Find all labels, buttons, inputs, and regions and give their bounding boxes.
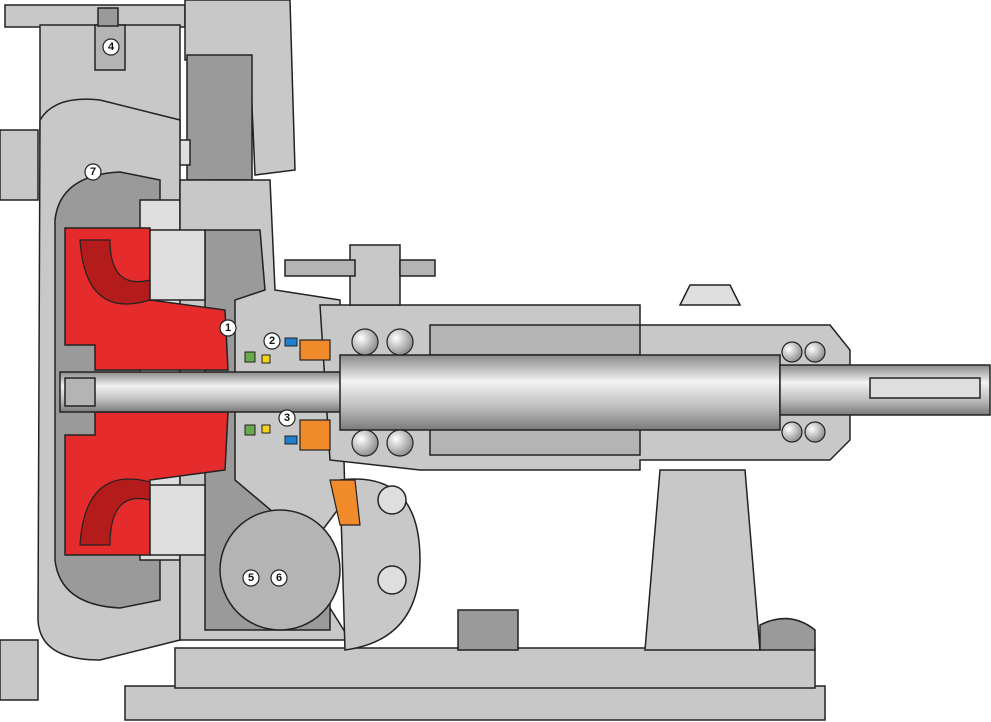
callout-5: 5 bbox=[242, 569, 260, 587]
callout-3: 3 bbox=[278, 409, 296, 427]
callout-7: 7 bbox=[84, 163, 102, 181]
svg-text:5: 5 bbox=[248, 572, 254, 584]
callout-6: 6 bbox=[270, 569, 288, 587]
callout-1: 1 bbox=[219, 319, 237, 337]
shaft bbox=[59, 354, 991, 431]
base-frame bbox=[124, 469, 826, 721]
bearings bbox=[351, 328, 826, 457]
svg-text:4: 4 bbox=[108, 41, 115, 53]
svg-text:2: 2 bbox=[269, 335, 275, 347]
callout-4: 4 bbox=[102, 38, 120, 56]
impeller[interactable] bbox=[64, 227, 229, 556]
svg-text:7: 7 bbox=[90, 166, 96, 178]
svg-text:3: 3 bbox=[284, 412, 290, 424]
svg-text:6: 6 bbox=[276, 572, 282, 584]
svg-text:1: 1 bbox=[225, 322, 231, 334]
callout-2: 2 bbox=[263, 332, 281, 350]
